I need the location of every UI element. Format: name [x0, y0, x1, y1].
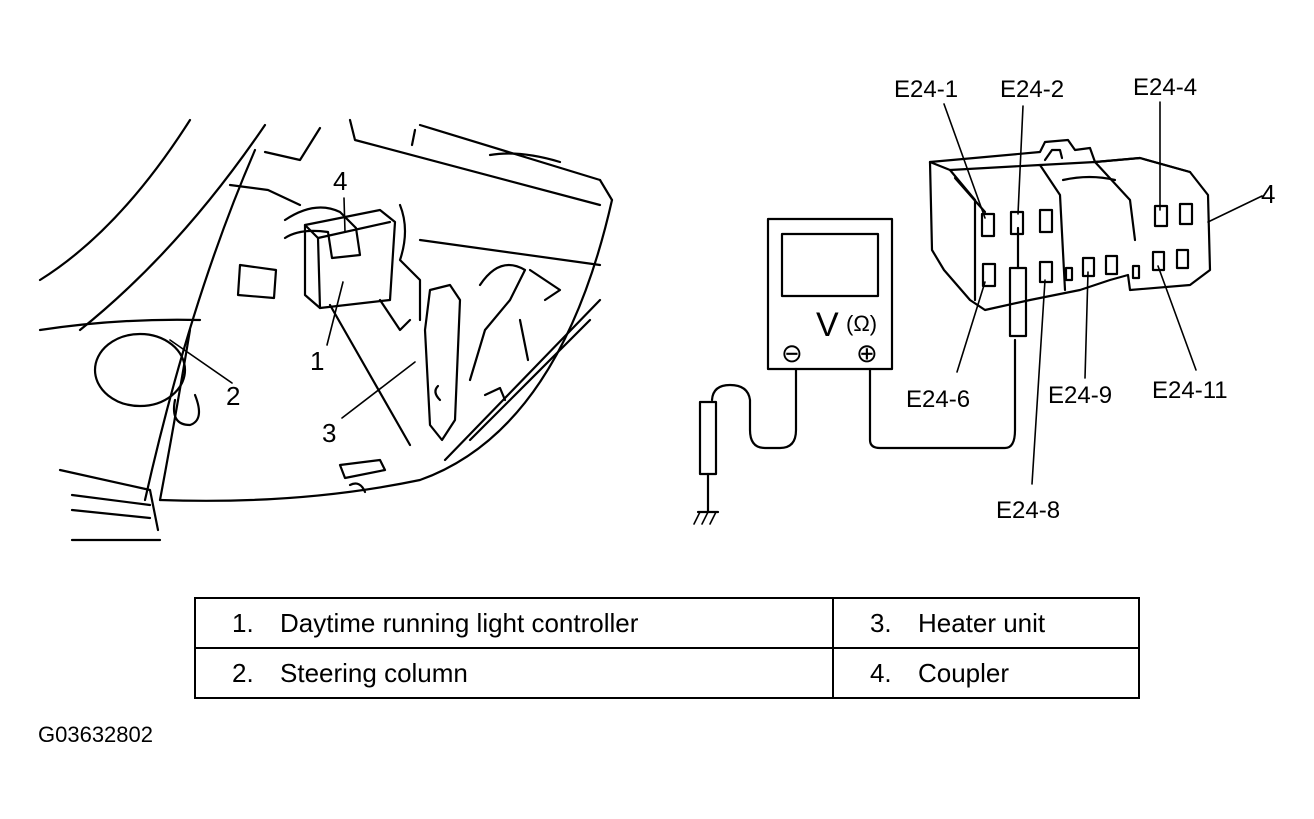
- legend-cell: 2. Steering column: [194, 647, 834, 699]
- meter-plus-terminal: ⊕: [856, 338, 878, 368]
- callout-4-left: 4: [333, 166, 347, 196]
- callout-4-right: 4: [1261, 179, 1275, 209]
- callout-2: 2: [226, 381, 240, 411]
- legend-text: Coupler: [917, 657, 1010, 688]
- legend-text: Steering column: [280, 657, 468, 688]
- meter-minus-terminal: ⊖: [781, 338, 803, 368]
- terminal-label-e24-8: E24-8: [996, 497, 1060, 524]
- terminal-label-e24-9: E24-9: [1048, 382, 1112, 409]
- legend-text: Daytime running light controller: [280, 607, 639, 638]
- parts-legend-table: 1. Daytime running light controller 3. Hea…: [194, 597, 1141, 699]
- callout-3: 3: [322, 418, 336, 448]
- terminal-leaders: [943, 101, 1263, 485]
- terminal-label-e24-1: E24-1: [894, 76, 958, 103]
- meter-leads: [693, 226, 1028, 525]
- legend-number: 4.: [869, 657, 892, 688]
- legend-number: 2.: [232, 657, 254, 688]
- terminal-label-e24-6: E24-6: [906, 386, 970, 413]
- legend-number: 3.: [869, 607, 892, 638]
- terminal-label-e24-11: E24-11: [1152, 377, 1228, 404]
- terminal-label-e24-2: E24-2: [1000, 76, 1064, 103]
- terminal-label-e24-4: E24-4: [1133, 74, 1197, 101]
- legend-number: 1.: [232, 607, 254, 638]
- legend-row: 2. Steering column 4. Coupler: [194, 647, 1141, 699]
- legend-text: Heater unit: [917, 607, 1046, 638]
- multimeter: V (Ω) ⊖ ⊕: [766, 217, 894, 371]
- legend-row: 1. Daytime running light controller 3. Hea…: [194, 597, 1141, 649]
- legend-cell: 3. Heater unit: [831, 597, 1141, 649]
- legend-cell: 4. Coupler: [831, 647, 1141, 699]
- legend-cell: 1. Daytime running light controller: [194, 597, 834, 649]
- meter-unit-alt-label: (Ω): [846, 311, 877, 336]
- figure-id: G03632802: [38, 722, 153, 747]
- meter-unit-label: V: [816, 306, 839, 344]
- callout-1: 1: [310, 346, 324, 376]
- under-dash-illustration: 4 1 2 3: [38, 118, 614, 542]
- coupler-connector: [928, 138, 1212, 312]
